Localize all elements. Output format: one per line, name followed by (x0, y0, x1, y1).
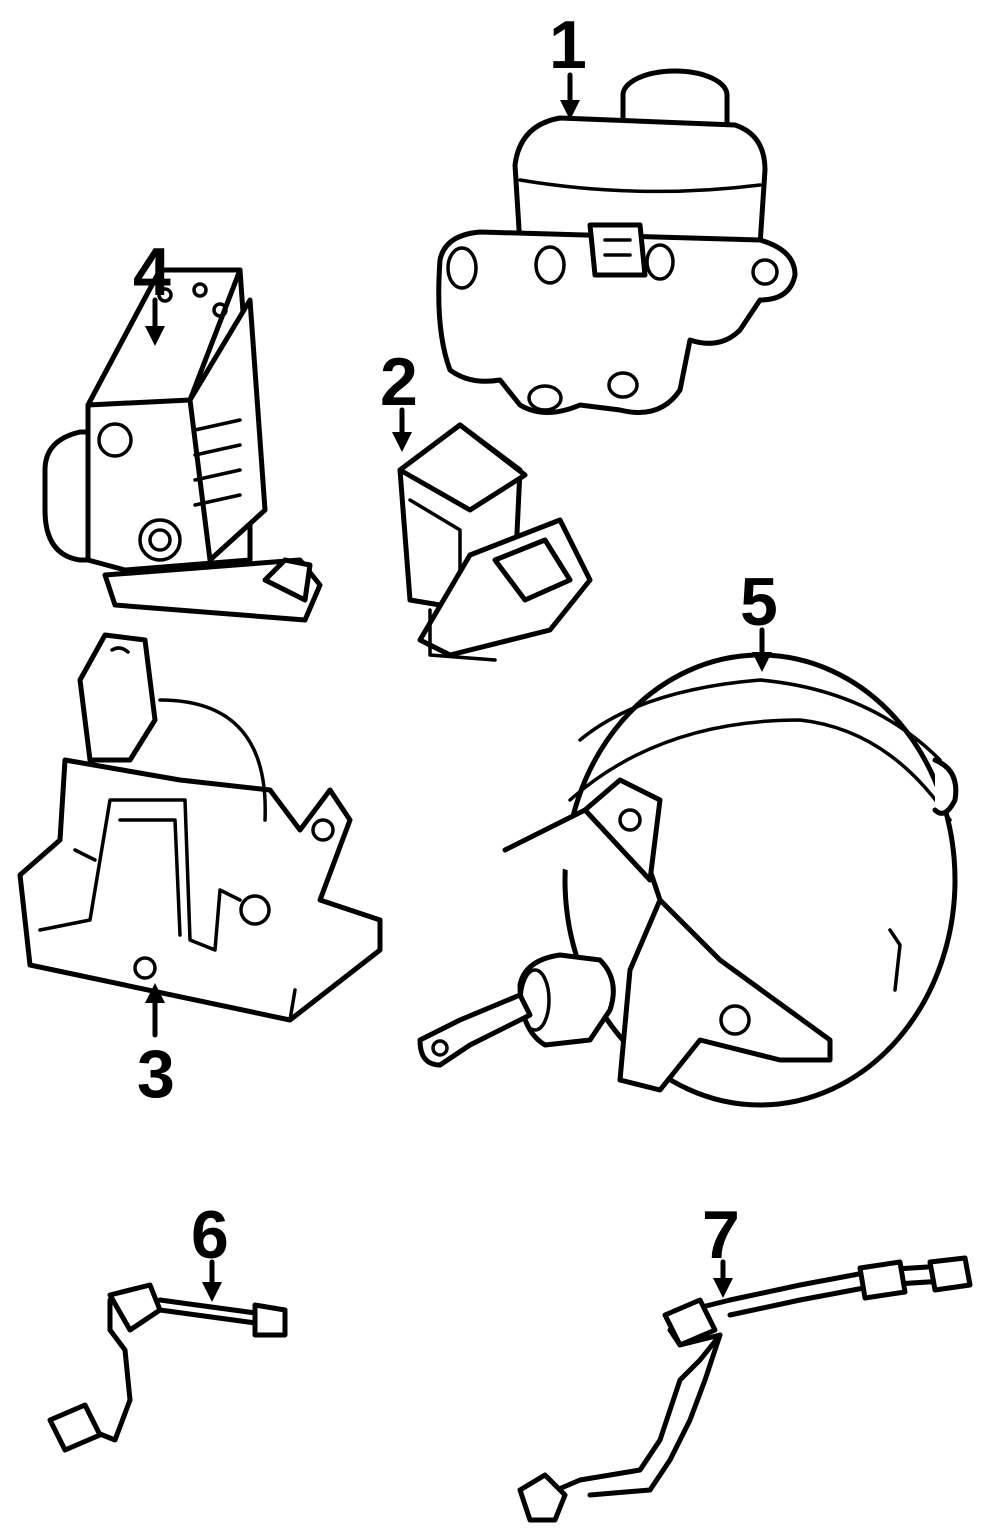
part-brake-booster[interactable] (417, 652, 959, 1108)
callout-2: 2 (380, 344, 418, 420)
part-brake-hose-front[interactable] (47, 1282, 288, 1453)
callout-5: 5 (740, 564, 778, 640)
callout-4: 4 (133, 234, 171, 310)
part-abs-modulator[interactable] (42, 267, 323, 623)
callout-arrows (145, 72, 772, 1302)
callout-7: 7 (702, 1197, 740, 1273)
callout-6: 6 (191, 1197, 229, 1273)
callout-3: 3 (137, 1036, 175, 1112)
part-master-cylinder[interactable] (436, 68, 798, 415)
part-brake-hose-rear[interactable] (517, 1255, 973, 1523)
part-mounting-bracket[interactable] (17, 632, 383, 1023)
callout-1: 1 (549, 7, 587, 83)
part-control-module[interactable] (397, 422, 593, 662)
